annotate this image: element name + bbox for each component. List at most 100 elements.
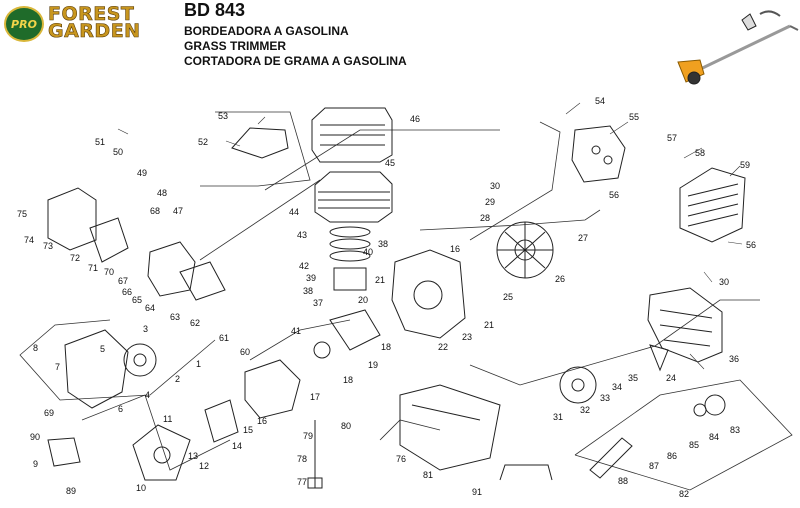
callout-47: 47 [173, 206, 183, 216]
brand-wordmark: FOREST GARDEN [48, 3, 141, 41]
callout-63: 63 [170, 312, 180, 322]
callout-2: 2 [175, 374, 180, 384]
callout-5: 5 [100, 344, 105, 354]
brand-line-1: FOREST [48, 3, 135, 25]
callout-32: 32 [580, 405, 590, 415]
callout-83: 83 [730, 425, 740, 435]
product-name-en: GRASS TRIMMER [184, 39, 286, 53]
callout-48: 48 [157, 188, 167, 198]
callout-16b: 16 [450, 244, 460, 254]
product-names: BORDEADORA A GASOLINA GRASS TRIMMER CORT… [184, 24, 407, 69]
callout-40: 40 [363, 247, 373, 257]
callout-53: 53 [218, 111, 228, 121]
callout-87: 87 [649, 461, 659, 471]
callout-13: 13 [188, 451, 198, 461]
callout-33: 33 [600, 393, 610, 403]
callout-86: 86 [667, 451, 677, 461]
part-shapes [47, 107, 746, 489]
callout-31: 31 [553, 412, 563, 422]
callout-37: 37 [313, 298, 323, 308]
callout-39: 39 [306, 273, 316, 283]
callout-22: 22 [438, 342, 448, 352]
callout-78: 78 [297, 454, 307, 464]
callout-4: 4 [145, 390, 150, 400]
callout-28: 28 [480, 213, 490, 223]
callout-68: 68 [150, 206, 160, 216]
callout-60: 60 [240, 347, 250, 357]
callout-57: 57 [667, 133, 677, 143]
callout-85: 85 [689, 440, 699, 450]
callout-10: 10 [136, 483, 146, 493]
callout-24: 24 [666, 373, 676, 383]
grass-trimmer-illustration [677, 10, 799, 85]
callout-19: 19 [368, 360, 378, 370]
callout-77: 77 [297, 477, 307, 487]
callout-89: 89 [66, 486, 76, 496]
callout-15: 15 [243, 425, 253, 435]
callout-66: 66 [122, 287, 132, 297]
brand-badge: PRO [4, 6, 44, 42]
callout-67: 67 [118, 276, 128, 286]
callout-82: 82 [679, 489, 689, 499]
callout-18a: 18 [343, 375, 353, 385]
callout-62: 62 [190, 318, 200, 328]
callout-55: 55 [629, 112, 639, 122]
callout-18b: 18 [381, 342, 391, 352]
callout-56b: 56 [746, 240, 756, 250]
callout-34: 34 [612, 382, 622, 392]
callout-49: 49 [137, 168, 147, 178]
callout-54: 54 [595, 96, 605, 106]
callout-59: 59 [740, 160, 750, 170]
callout-6: 6 [118, 404, 123, 414]
callout-26: 26 [555, 274, 565, 284]
callout-30a: 30 [490, 181, 500, 191]
callout-46: 46 [410, 114, 420, 124]
callout-42: 42 [299, 261, 309, 271]
callout-7: 7 [55, 362, 60, 372]
callout-1: 1 [196, 359, 201, 369]
callout-73: 73 [43, 241, 53, 251]
callout-56a: 56 [609, 190, 619, 200]
callout-90: 90 [30, 432, 40, 442]
callout-9: 9 [33, 459, 38, 469]
callout-79: 79 [303, 431, 313, 441]
callout-38b: 38 [378, 239, 388, 249]
callout-70: 70 [104, 267, 114, 277]
product-name-es: BORDEADORA A GASOLINA [184, 24, 349, 38]
callout-72: 72 [70, 253, 80, 263]
callout-69: 69 [44, 408, 54, 418]
callout-14: 14 [232, 441, 242, 451]
callout-25: 25 [503, 292, 513, 302]
callout-41: 41 [291, 326, 301, 336]
callout-58: 58 [695, 148, 705, 158]
callout-30b: 30 [719, 277, 729, 287]
callout-43: 43 [297, 230, 307, 240]
callout-50: 50 [113, 147, 123, 157]
brand-logo: PRO FOREST GARDEN [2, 4, 170, 44]
callout-38a: 38 [303, 286, 313, 296]
callout-84: 84 [709, 432, 719, 442]
callout-12: 12 [199, 461, 209, 471]
callout-17: 17 [310, 392, 320, 402]
callout-71: 71 [88, 263, 98, 273]
callout-35: 35 [628, 373, 638, 383]
callout-3: 3 [143, 324, 148, 334]
callout-45: 45 [385, 158, 395, 168]
callout-44: 44 [289, 207, 299, 217]
model-title: BD 843 [184, 0, 246, 20]
callout-64: 64 [145, 303, 155, 313]
part-number-labels: 1 2 3 4 5 6 7 8 9 10 11 12 13 14 15 16 1… [17, 96, 756, 499]
callout-81: 81 [423, 470, 433, 480]
callout-88: 88 [618, 476, 628, 486]
callout-36: 36 [729, 354, 739, 364]
callout-8: 8 [33, 343, 38, 353]
callout-74: 74 [24, 235, 34, 245]
leader-lines [117, 102, 743, 370]
callout-29: 29 [485, 197, 495, 207]
callout-21a: 21 [375, 275, 385, 285]
callout-51: 51 [95, 137, 105, 147]
callout-23: 23 [462, 332, 472, 342]
callout-75: 75 [17, 209, 27, 219]
callout-16a: 16 [257, 416, 267, 426]
